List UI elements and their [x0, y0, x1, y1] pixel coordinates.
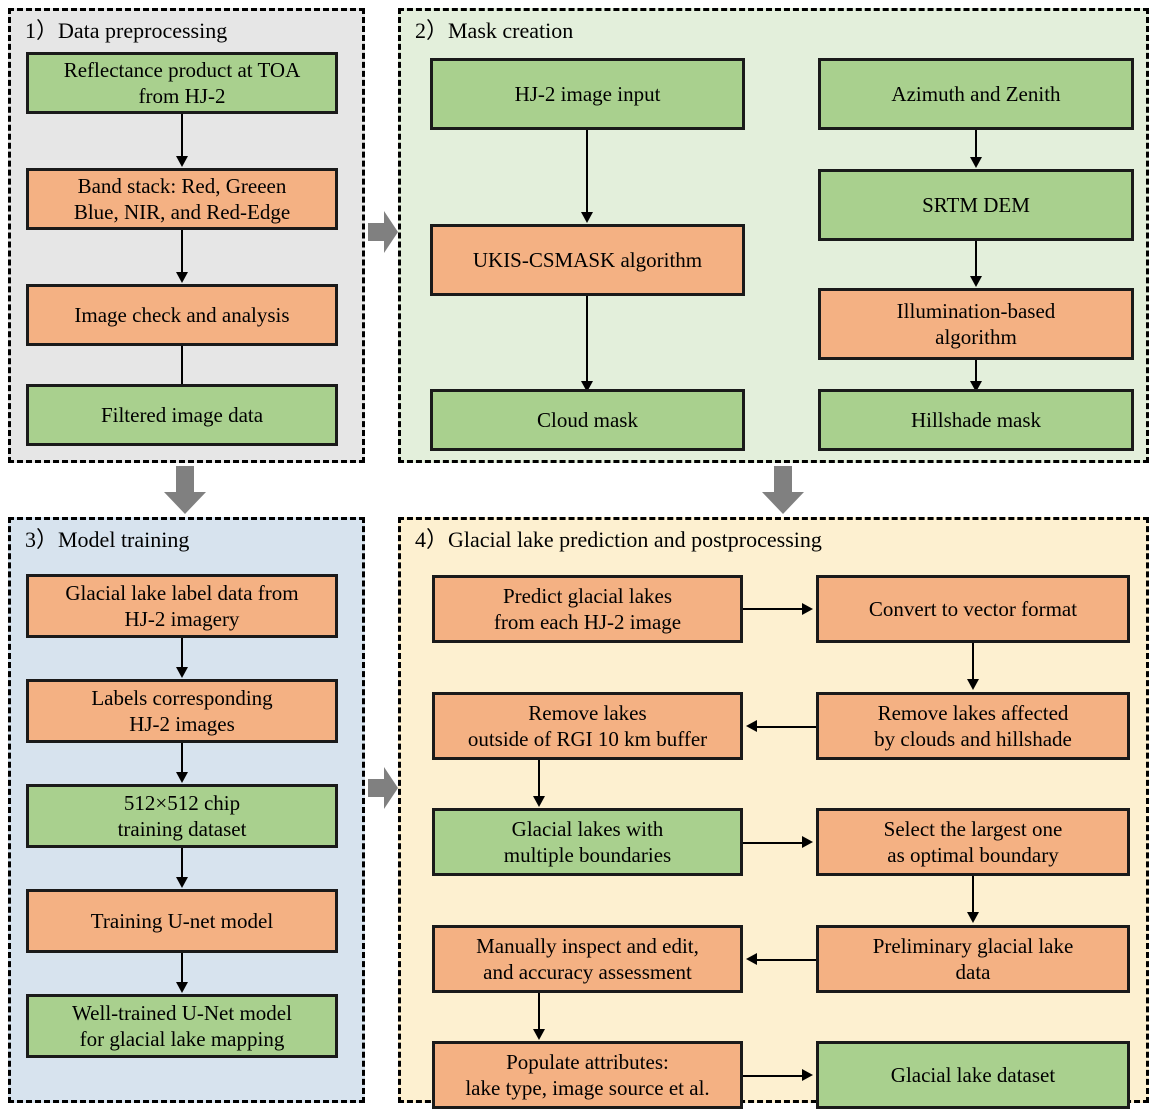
arrowhead-p4n5-p4n6	[802, 836, 813, 848]
arrowhead-p2n5-p2n6	[970, 276, 982, 287]
connector-p3n4-p3n5	[181, 953, 183, 985]
stage-arrow-down-icon-p2-to-p4	[762, 466, 804, 514]
node-illumination-based-algorithm[interactable]: Illumination-based algorithm	[818, 288, 1134, 360]
arrowhead-p4n3-p4n4	[746, 720, 757, 732]
arrowhead-p4n9-p4n10	[802, 1069, 813, 1081]
node-preliminary-glacial-lake-data[interactable]: Preliminary glacial lake data	[816, 925, 1130, 993]
panel-2-title: 2）Mask creation	[415, 18, 574, 43]
connector-p1n2-p1n3	[181, 230, 183, 275]
connector-p2n4-p2n5	[975, 130, 977, 160]
node-populate-attributes[interactable]: Populate attributes: lake type, image so…	[432, 1041, 743, 1109]
connector-p4n8-p4n9	[538, 993, 540, 1031]
node-512-chip-training-dataset[interactable]: 512×512 chip training dataset	[26, 784, 338, 848]
node-glacial-lake-label-data[interactable]: Glacial lake label data from HJ-2 imager…	[26, 574, 338, 638]
arrowhead-p2n1-p2n2	[581, 212, 593, 223]
arrowhead-p4n2-p4n3	[967, 679, 979, 690]
node-reflectance-product[interactable]: Reflectance product at TOA from HJ-2	[26, 52, 338, 114]
connector-p1n1-p1n2	[181, 114, 183, 159]
node-cloud-mask[interactable]: Cloud mask	[430, 389, 745, 451]
node-labels-corresponding[interactable]: Labels corresponding HJ-2 images	[26, 679, 338, 743]
arrowhead-p4n7-p4n8	[746, 953, 757, 965]
connector-p4n7-p4n8	[757, 959, 816, 961]
node-srtm-dem[interactable]: SRTM DEM	[818, 169, 1134, 241]
arrowhead-p4n4-p4n5	[533, 796, 545, 807]
node-image-check[interactable]: Image check and analysis	[26, 284, 338, 346]
connector-p4n2-p4n3	[972, 643, 974, 681]
stage-arrow-right-icon-p1-to-p2	[368, 211, 398, 253]
node-manually-inspect-edit[interactable]: Manually inspect and edit, and accuracy …	[432, 925, 743, 993]
connector-p2n6-p2n7	[975, 360, 977, 385]
arrowhead-p3n3-p3n4	[176, 877, 188, 888]
stage-arrow-down-icon-p1-to-p3	[164, 466, 206, 514]
connector-p4n9-p4n10	[743, 1075, 803, 1077]
node-glacial-lake-dataset[interactable]: Glacial lake dataset	[816, 1041, 1130, 1109]
panel-1-title: 1）Data preprocessing	[25, 18, 228, 43]
node-predict-glacial-lakes[interactable]: Predict glacial lakes from each HJ-2 ima…	[432, 575, 743, 643]
node-convert-to-vector-format[interactable]: Convert to vector format	[816, 575, 1130, 643]
connector-p4n4-p4n5	[538, 760, 540, 798]
panel-4-title: 4）Glacial lake prediction and postproces…	[415, 527, 822, 552]
connector-p3n3-p3n4	[181, 848, 183, 880]
arrowhead-p3n2-p3n3	[176, 772, 188, 783]
node-ukis-csmask-algorithm[interactable]: UKIS-CSMASK algorithm	[430, 224, 745, 296]
node-hillshade-mask[interactable]: Hillshade mask	[818, 389, 1134, 451]
node-select-largest-optimal-boundary[interactable]: Select the largest one as optimal bounda…	[816, 808, 1130, 876]
connector-p3n2-p3n3	[181, 743, 183, 775]
arrowhead-p2n2-p2n3	[581, 381, 593, 392]
arrowhead-p1n2-p1n3	[176, 272, 188, 283]
stage-arrow-right-icon-p3-to-p4	[368, 767, 398, 809]
connector-p2n1-p2n2	[586, 130, 588, 215]
connector-p4n6-p4n7	[972, 876, 974, 914]
arrowhead-p1n1-p1n2	[176, 156, 188, 167]
panel-3-title: 3）Model training	[25, 527, 190, 552]
node-training-unet-model[interactable]: Training U-net model	[26, 889, 338, 953]
node-filtered-image-data[interactable]: Filtered image data	[26, 384, 338, 446]
connector-p4n3-p4n4	[757, 726, 816, 728]
node-remove-lakes-affected[interactable]: Remove lakes affected by clouds and hill…	[816, 692, 1130, 760]
node-well-trained-unet-model[interactable]: Well-trained U-Net model for glacial lak…	[26, 994, 338, 1058]
connector-p1n3-p1n4	[181, 346, 183, 391]
arrowhead-p3n4-p3n5	[176, 982, 188, 993]
node-remove-lakes-outside-rgi[interactable]: Remove lakes outside of RGI 10 km buffer	[432, 692, 743, 760]
arrowhead-p4n6-p4n7	[967, 912, 979, 923]
node-hj2-image-input[interactable]: HJ-2 image input	[430, 58, 745, 130]
arrowhead-p2n6-p2n7	[970, 381, 982, 392]
connector-p4n1-p4n2	[743, 608, 803, 610]
arrowhead-p3n1-p3n2	[176, 667, 188, 678]
arrowhead-p4n8-p4n9	[533, 1029, 545, 1040]
node-band-stack[interactable]: Band stack: Red, Greeen Blue, NIR, and R…	[26, 168, 338, 230]
node-glacial-lakes-multiple-boundaries[interactable]: Glacial lakes with multiple boundaries	[432, 808, 743, 876]
arrowhead-p2n4-p2n5	[970, 157, 982, 168]
connector-p3n1-p3n2	[181, 638, 183, 670]
node-azimuth-zenith[interactable]: Azimuth and Zenith	[818, 58, 1134, 130]
connector-p4n5-p4n6	[743, 842, 803, 844]
arrowhead-p4n1-p4n2	[802, 603, 813, 615]
connector-p2n2-p2n3	[586, 296, 588, 384]
connector-p2n5-p2n6	[975, 241, 977, 279]
